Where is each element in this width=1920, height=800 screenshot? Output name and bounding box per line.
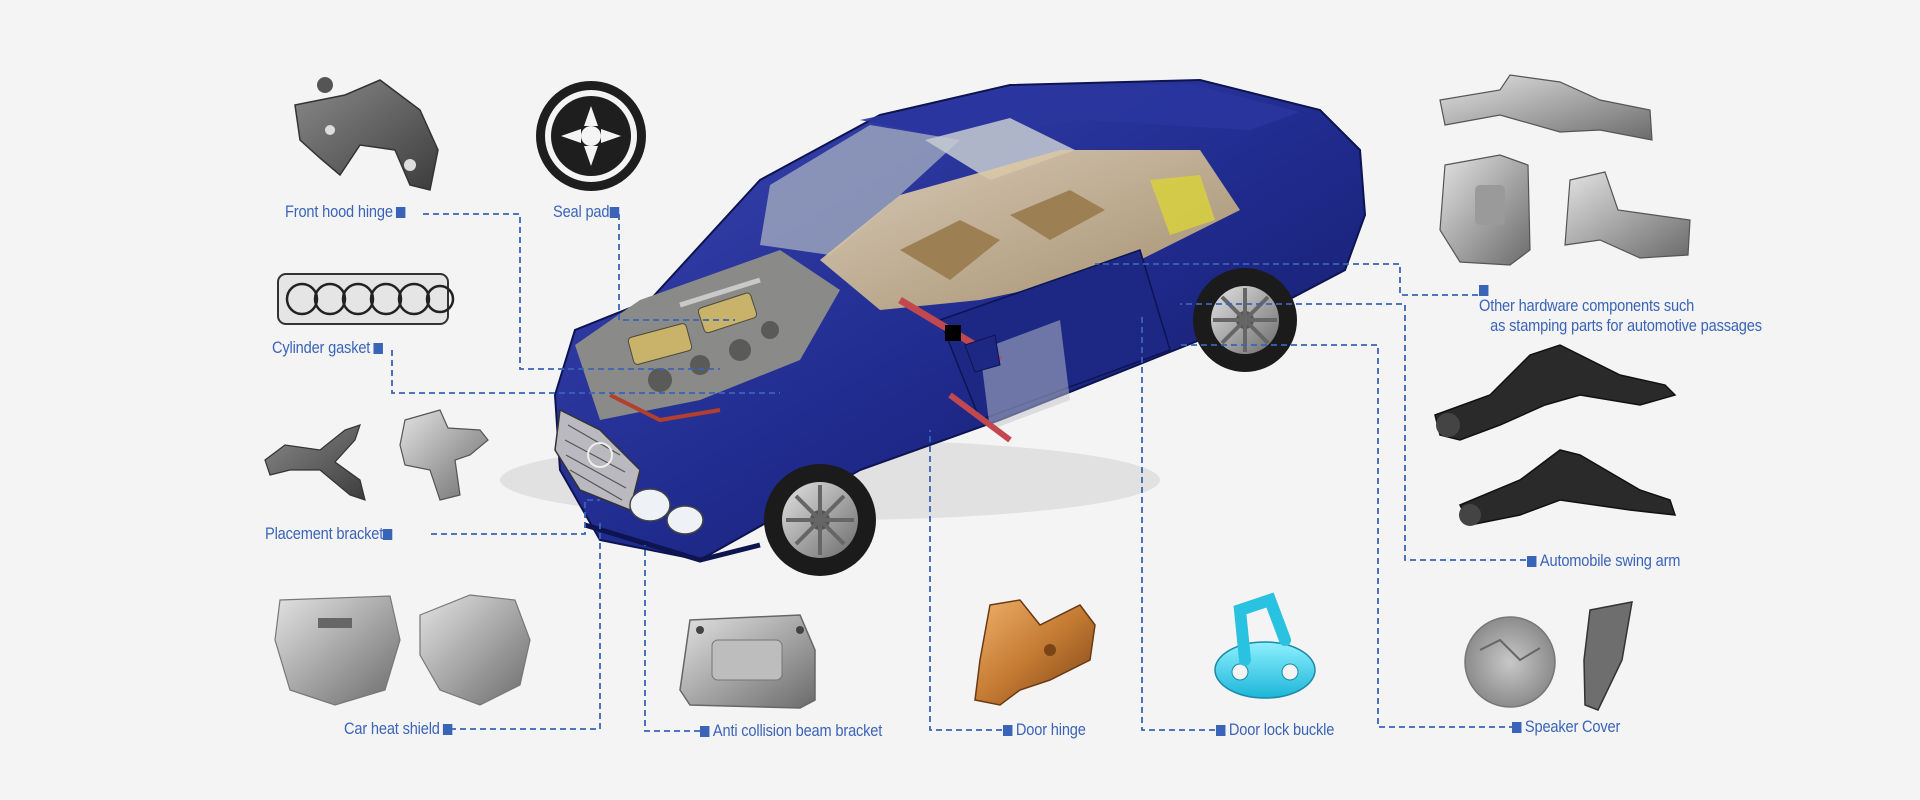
label-other-hardware: Other hardware components such as stampi…	[1479, 285, 1762, 336]
marker-square-icon	[1512, 722, 1522, 733]
front-hood-hinge-text: Front hood hinge	[285, 202, 393, 221]
other-hardware-line1: Other hardware components such	[1479, 285, 1762, 316]
car-heat-shield-image	[274, 594, 531, 706]
marker-square-icon	[383, 529, 393, 540]
door-lock-buckle-image	[1214, 592, 1316, 699]
door-hinge-text: Door hinge	[1015, 720, 1086, 739]
leader-lines	[391, 213, 1526, 732]
label-anti-collision-beam-bracket: Anti collision beam bracket	[700, 721, 882, 741]
door-lock-buckle-text: Door lock buckle	[1228, 720, 1335, 739]
automobile-swing-arm-text: Automobile swing arm	[1539, 551, 1681, 570]
door-hinge-image	[974, 599, 1096, 706]
other-hardware-image	[1439, 74, 1691, 266]
label-door-hinge: Door hinge	[1003, 720, 1086, 740]
rear-wheel	[1193, 268, 1297, 372]
other-hardware-line2: as stamping parts for automotive passage…	[1490, 316, 1762, 335]
label-speaker-cover: Speaker Cover	[1512, 717, 1620, 737]
cylinder-gasket-image	[277, 273, 455, 325]
marker-square-icon	[700, 726, 710, 737]
marker-square-icon	[1003, 725, 1013, 736]
label-seal-pad: Seal pad	[553, 202, 619, 222]
seal-pad-text: Seal pad	[553, 202, 610, 221]
speaker-cover-text: Speaker Cover	[1524, 717, 1621, 736]
marker-square-icon	[1527, 556, 1537, 567]
placement-bracket-text: Placement bracket	[265, 524, 384, 543]
car-cutaway-illustration	[500, 78, 1367, 576]
marker-square-icon	[443, 724, 453, 735]
marker-square-icon	[1479, 285, 1489, 296]
marker-square-icon	[396, 207, 406, 218]
front-wheel	[764, 464, 876, 576]
speaker-cover-image	[1464, 601, 1633, 711]
label-door-lock-buckle: Door lock buckle	[1216, 720, 1334, 740]
anti-collision-beam-bracket-text: Anti collision beam bracket	[712, 721, 883, 740]
label-placement-bracket: Placement bracket	[265, 524, 393, 544]
marker-square-icon	[1216, 725, 1226, 736]
other-hardware-text-1: Other hardware components such	[1479, 296, 1695, 315]
seal-pad-image	[536, 81, 646, 191]
label-automobile-swing-arm: Automobile swing arm	[1527, 551, 1680, 571]
label-cylinder-gasket: Cylinder gasket	[272, 338, 384, 358]
automobile-swing-arm-image	[1434, 344, 1677, 526]
marker-square-icon	[609, 207, 619, 218]
front-hood-hinge-image	[294, 77, 439, 191]
label-car-heat-shield: Car heat shield	[344, 719, 453, 739]
label-front-hood-hinge: Front hood hinge	[285, 202, 406, 222]
placement-bracket-image	[264, 409, 489, 501]
car-heat-shield-text: Car heat shield	[344, 719, 440, 738]
cylinder-gasket-text: Cylinder gasket	[272, 338, 371, 357]
anti-collision-beam-bracket-image	[679, 614, 816, 709]
marker-square-icon	[373, 343, 384, 354]
